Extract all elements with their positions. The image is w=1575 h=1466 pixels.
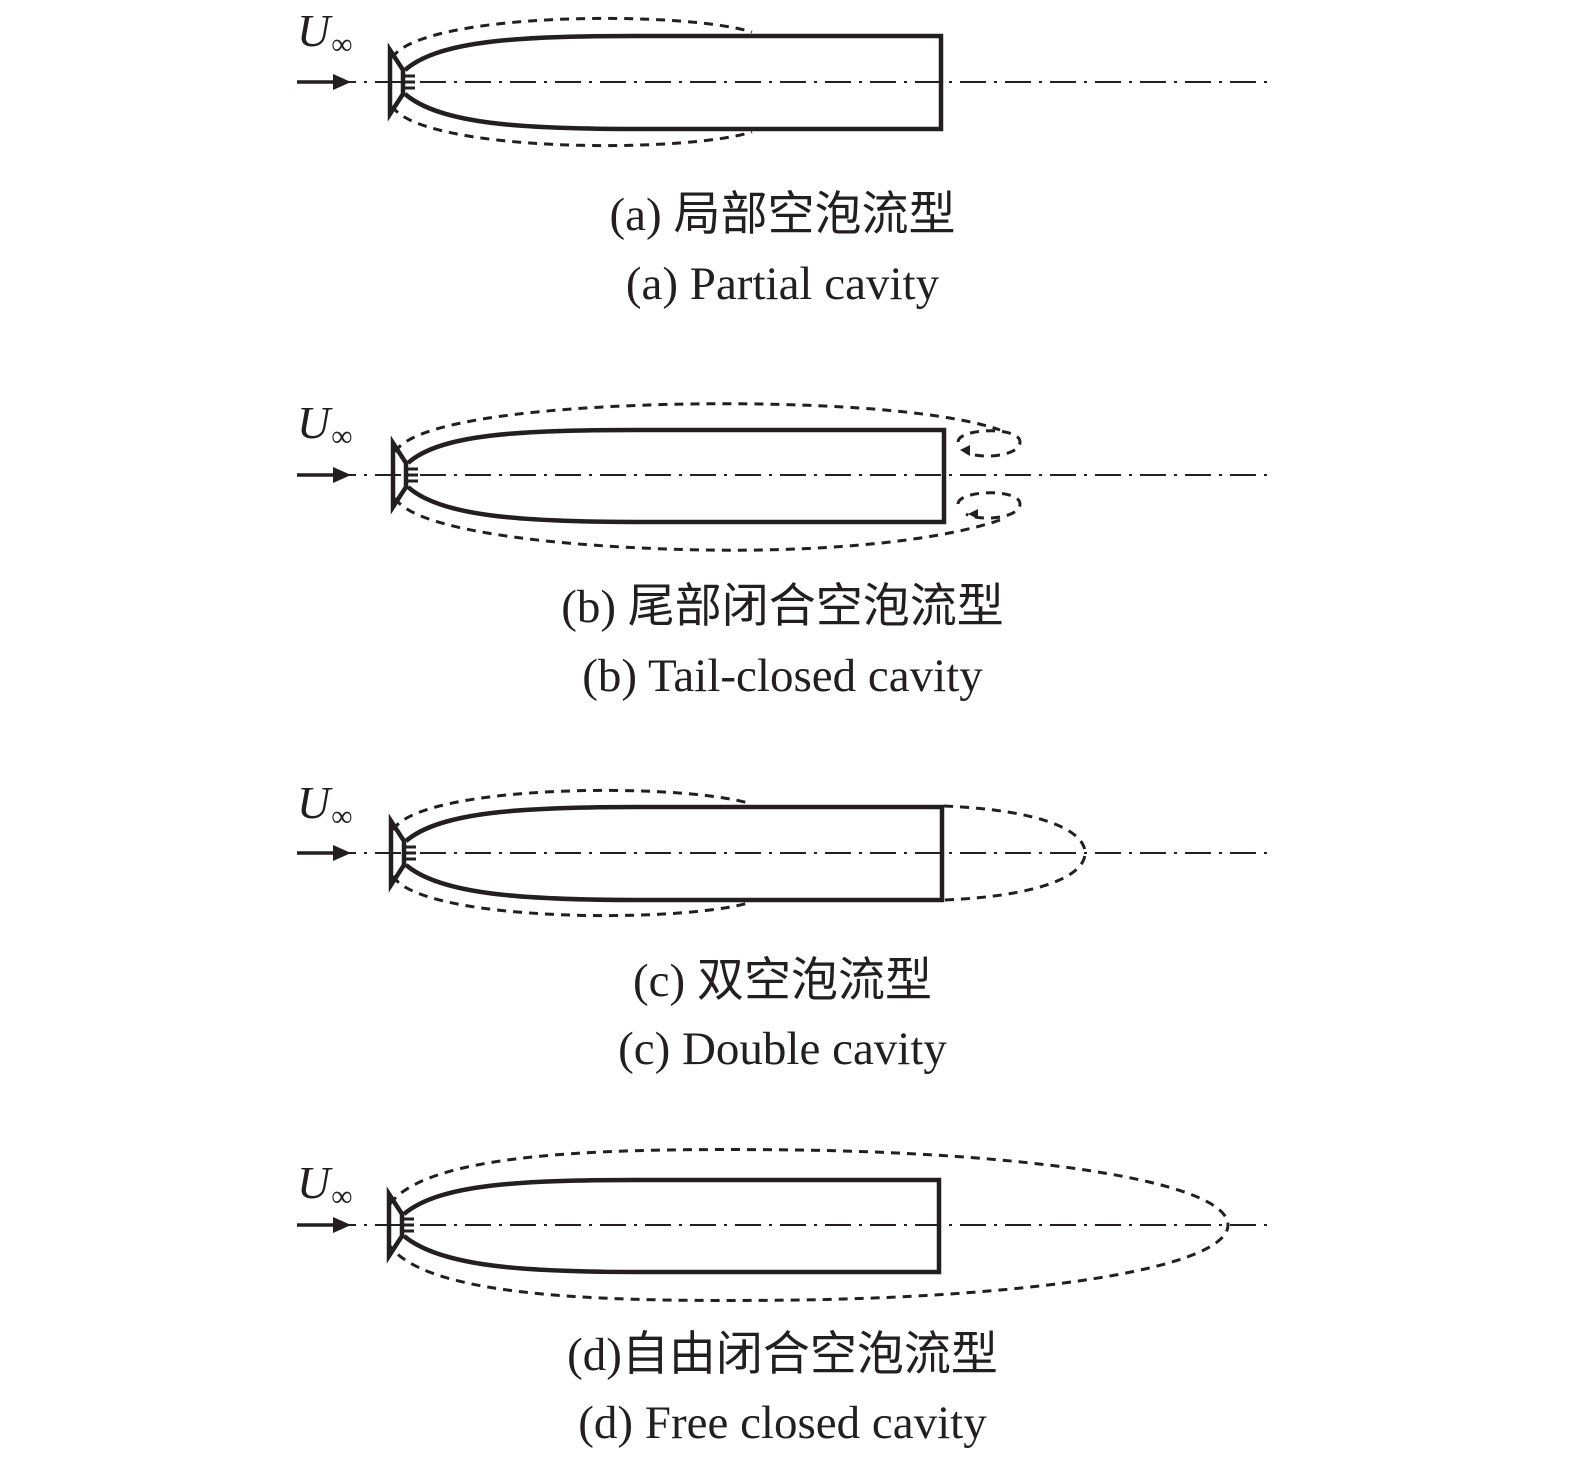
- caption-en: (c) Double cavity: [618, 1023, 947, 1075]
- flow-arrow-head: [333, 467, 351, 483]
- re-entrant-vortex-lower: [956, 491, 1022, 520]
- caption-cn: (a) 局部空泡流型: [609, 189, 956, 241]
- flow-velocity-symbol: U∞: [297, 1157, 353, 1213]
- free-closed-cavity: [388, 1148, 1230, 1302]
- cavitator: [387, 42, 406, 122]
- diagram-a: [297, 16, 1272, 148]
- caption-en: (a) Partial cavity: [625, 258, 940, 310]
- vortex-arrow-lower: [968, 509, 978, 519]
- caption-en: (d) Free closed cavity: [578, 1397, 987, 1449]
- diagram-d: [297, 1148, 1272, 1302]
- caption-cn: (c) 双空泡流型: [633, 955, 932, 1007]
- panel-d: U∞ (d)自由闭合空泡流型 (d) Free closed cavity: [0, 1142, 1575, 1466]
- vehicle-body: [402, 1177, 942, 1275]
- caption-en: (b) Tail-closed cavity: [582, 650, 983, 702]
- panel-b: U∞ (b) 尾部闭合空泡流型 (b) Tail-closed cavity: [0, 392, 1575, 712]
- flow-arrow-head: [333, 74, 351, 90]
- panel-a: U∞ (a) 局部空泡流型 (a) Partial cavity: [0, 0, 1575, 320]
- vehicle-body: [404, 804, 945, 903]
- caption-cn: (b) 尾部闭合空泡流型: [561, 581, 1004, 633]
- flow-velocity-symbol: U∞: [297, 5, 353, 61]
- diagram-c: [297, 788, 1272, 918]
- vortex-arrow-upper: [960, 445, 970, 456]
- panel-c: U∞ (c) 双空泡流型 (c) Double cavity: [0, 770, 1575, 1090]
- re-entrant-vortex-upper: [956, 429, 1022, 458]
- cavitator: [388, 813, 407, 893]
- cavitator: [386, 1186, 405, 1264]
- flow-arrow-head: [333, 845, 351, 861]
- flow-velocity-symbol: U∞: [297, 777, 353, 833]
- vehicle-body: [403, 33, 944, 132]
- flow-velocity-symbol: U∞: [297, 397, 353, 453]
- vehicle-body: [406, 427, 947, 525]
- caption-cn: (d)自由闭合空泡流型: [567, 1329, 998, 1381]
- tail-closed-cavity: [393, 402, 1001, 552]
- diagram-b: [297, 402, 1275, 552]
- flow-arrow-head: [333, 1217, 351, 1233]
- cavitator: [390, 435, 409, 515]
